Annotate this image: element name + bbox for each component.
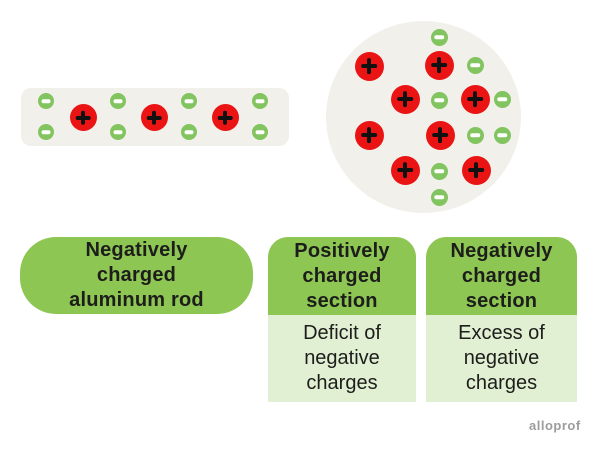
header-line: section (465, 289, 538, 312)
charged-sphere-shape (326, 21, 521, 213)
alloprof-logo: alloprof (529, 418, 581, 433)
positive-section-body: Deficit of negative charges (268, 315, 416, 402)
body-line: negative (304, 347, 380, 369)
rod-caption-line: charged (96, 264, 177, 286)
header-line: charged (302, 264, 382, 287)
positive-section-header: Positively charged section (268, 237, 416, 315)
header-line: Negatively (450, 239, 553, 262)
aluminum-rod-shape (21, 88, 289, 146)
rod-caption-line: aluminum rod (69, 289, 204, 311)
negative-section-header: Negatively charged section (426, 237, 577, 315)
negative-section-card: Negatively charged section Excess of neg… (426, 237, 577, 402)
body-line: negative (463, 347, 540, 369)
header-line: section (306, 289, 378, 312)
negative-section-body: Excess of negative charges (426, 315, 577, 402)
body-line: charges (306, 372, 378, 394)
body-line: charges (465, 372, 538, 394)
rod-caption-line: Negatively (85, 239, 188, 261)
header-line: charged (461, 264, 542, 287)
body-line: Deficit of (303, 322, 381, 344)
positive-section-card: Positively charged section Deficit of ne… (268, 237, 416, 402)
header-line: Positively (294, 239, 390, 262)
rod-caption: Negatively charged aluminum rod (20, 237, 253, 314)
body-line: Excess of (458, 322, 545, 344)
